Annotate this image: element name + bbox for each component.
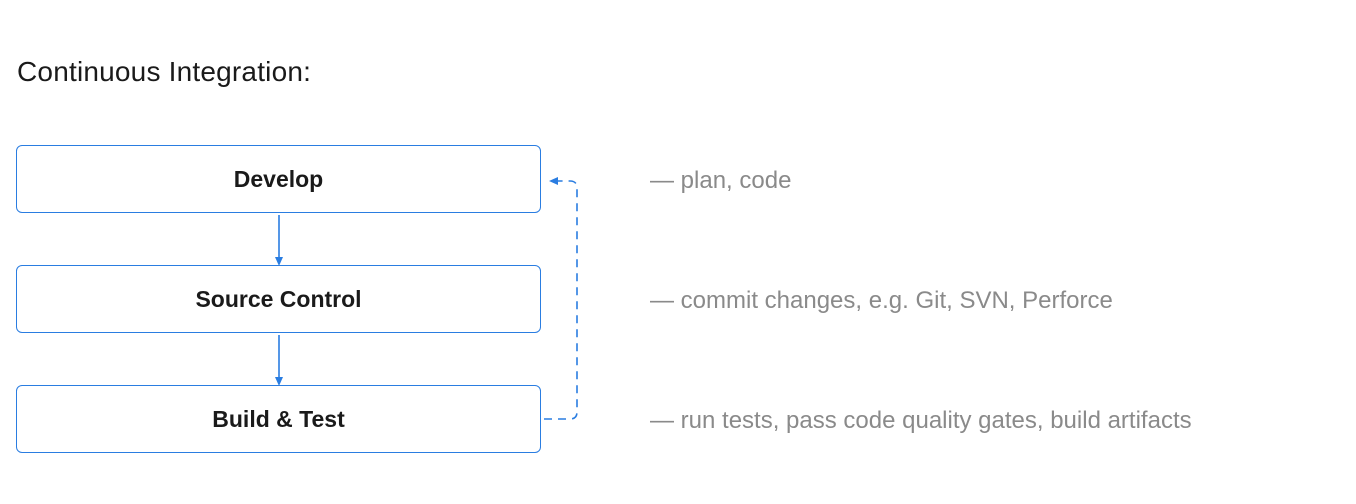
step-build-test: Build & Test bbox=[16, 385, 541, 453]
step-develop: Develop bbox=[16, 145, 541, 213]
step-label: Develop bbox=[233, 165, 324, 192]
step-label: Build & Test bbox=[212, 405, 345, 432]
feedback-loop-arrow bbox=[544, 177, 578, 420]
step-note-develop: — plan, code bbox=[650, 167, 792, 194]
step-note-build-test: — run tests, pass code quality gates, bu… bbox=[650, 407, 1192, 434]
step-note-source-control: — commit changes, e.g. Git, SVN, Perforc… bbox=[650, 287, 1113, 314]
step-label: Source Control bbox=[195, 285, 362, 312]
diagram-title: Continuous Integration: bbox=[17, 56, 312, 87]
